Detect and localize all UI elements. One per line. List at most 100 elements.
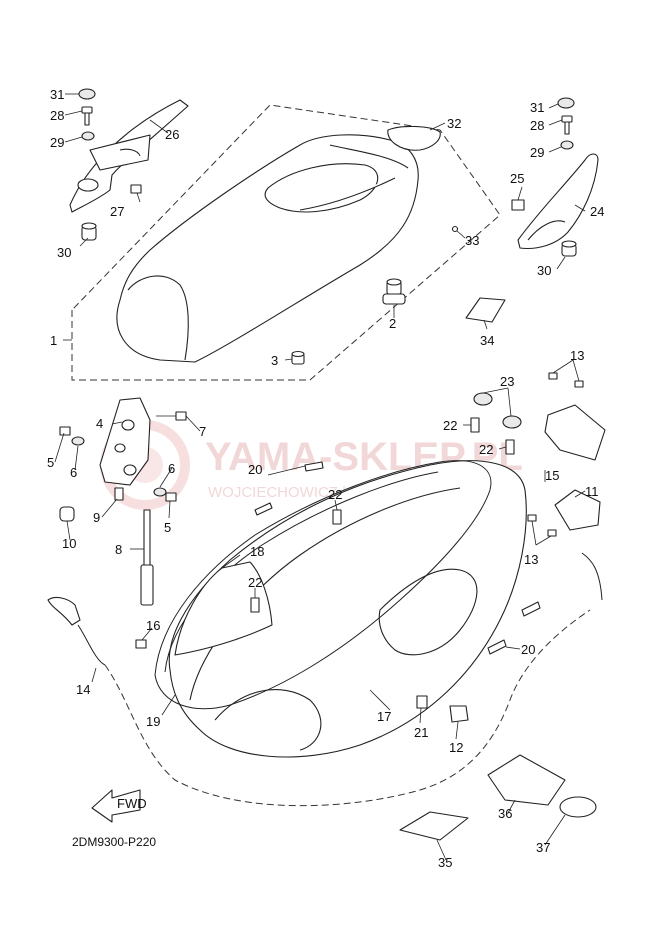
callout-3: 3 [271, 353, 278, 368]
pouch-36 [487, 754, 566, 806]
storage-seal-19 [154, 460, 492, 710]
callout-18: 18 [250, 544, 264, 559]
bolt-7 [156, 411, 187, 421]
callout-17: 17 [377, 709, 391, 724]
diagram-reference-code: 2DM9300-P220 [72, 835, 156, 849]
callout-35: 35 [438, 855, 452, 870]
callout-34: 34 [480, 333, 494, 348]
callout-31-right: 31 [530, 100, 544, 115]
collar-30-right [561, 240, 577, 257]
seat-assembly-boundary [71, 104, 501, 381]
bolt-28-right [561, 115, 573, 135]
screw-33 [451, 225, 459, 233]
callout-13-upper: 13 [570, 348, 584, 363]
callout-32: 32 [447, 116, 461, 131]
callout-28-right: 28 [530, 118, 544, 133]
storage-box-17 [168, 460, 527, 758]
callout-6-right: 6 [168, 461, 175, 476]
screw-22-upper-right [505, 439, 515, 455]
bolt-5-lower [165, 492, 177, 502]
pin-9 [114, 487, 124, 501]
fwd-arrow: FWD [91, 789, 147, 823]
clip-21 [416, 695, 428, 709]
block-20-c [521, 601, 541, 617]
bolt-5-upper [59, 426, 71, 436]
callout-20-b: 20 [521, 642, 535, 657]
screw-22-center [332, 509, 342, 525]
callout-27: 27 [110, 204, 124, 219]
latch-bracket-15 [544, 404, 606, 461]
nut-27 [130, 184, 142, 194]
manual-35 [399, 811, 469, 841]
cap-31-left [78, 88, 96, 100]
seat-pad-32 [387, 125, 441, 151]
washer-29-right [560, 140, 574, 150]
screw-22-upper-left [470, 417, 480, 433]
seat-lock-cable-14 [47, 596, 591, 807]
block-20-b [254, 502, 273, 516]
cap-31-right [557, 97, 575, 109]
latch-11 [554, 489, 601, 531]
callout-26: 26 [165, 127, 179, 142]
damper-10 [59, 506, 75, 522]
collar-30-left [81, 222, 97, 241]
callout-37: 37 [536, 840, 550, 855]
callout-16: 16 [146, 618, 160, 633]
block-20-d [487, 639, 507, 655]
clamp-12 [449, 705, 469, 723]
storage-seal-19-inner [164, 471, 439, 673]
washer-6-left [71, 436, 85, 446]
label-sheet-34 [465, 297, 506, 323]
callout-31-left: 31 [50, 87, 64, 102]
callout-11: 11 [585, 484, 599, 499]
callout-5-upper: 5 [47, 455, 54, 470]
hinge-bracket-4 [99, 397, 151, 486]
callout-22-d: 22 [248, 575, 262, 590]
storage-liner-18 [174, 561, 273, 656]
callout-8: 8 [115, 542, 122, 557]
callout-9: 9 [93, 510, 100, 525]
cable-end [581, 552, 603, 601]
callout-19: 19 [146, 714, 160, 729]
callout-24: 24 [590, 204, 604, 219]
bolt-13-upper-a [548, 372, 558, 380]
seat [116, 134, 419, 363]
bolt-13-lower-b [547, 529, 557, 537]
block-20-a [304, 461, 324, 472]
callout-12: 12 [449, 740, 463, 755]
grommet-3 [291, 350, 305, 365]
callout-22-c: 22 [328, 487, 342, 502]
callout-33: 33 [465, 233, 479, 248]
callout-10: 10 [62, 536, 76, 551]
callout-13-lower: 13 [524, 552, 538, 567]
bolt-13-lower-a [527, 514, 537, 522]
cap-23-left [473, 392, 493, 406]
washer-6-right [153, 487, 167, 497]
callout-21: 21 [414, 725, 428, 740]
bolt-16 [135, 639, 147, 649]
bolt-28-left [81, 106, 93, 126]
callout-28-left: 28 [50, 108, 64, 123]
leader-lines [54, 93, 586, 861]
callout-1: 1 [50, 333, 57, 348]
callout-2: 2 [389, 316, 396, 331]
gas-strut-8 [140, 509, 154, 606]
callout-15: 15 [545, 468, 559, 483]
bolt-13-upper-b [574, 380, 584, 388]
callout-numbers: 31 28 29 26 27 30 32 33 2 3 34 1 31 28 2… [47, 87, 604, 870]
o-ring-37 [559, 796, 597, 818]
callout-25: 25 [510, 171, 524, 186]
callout-23: 23 [500, 374, 514, 389]
callout-5-lower: 5 [164, 520, 171, 535]
callout-30-left: 30 [57, 245, 71, 260]
callout-36: 36 [498, 806, 512, 821]
screw-22-left [250, 597, 260, 613]
callout-20-a: 20 [248, 462, 262, 477]
fwd-label: FWD [117, 796, 147, 811]
callout-22-b: 22 [479, 442, 493, 457]
callout-4: 4 [96, 416, 103, 431]
callout-29-left: 29 [50, 135, 64, 150]
grab-rail-left-26 [69, 99, 189, 213]
nut-25 [511, 199, 525, 211]
callout-22-a: 22 [443, 418, 457, 433]
